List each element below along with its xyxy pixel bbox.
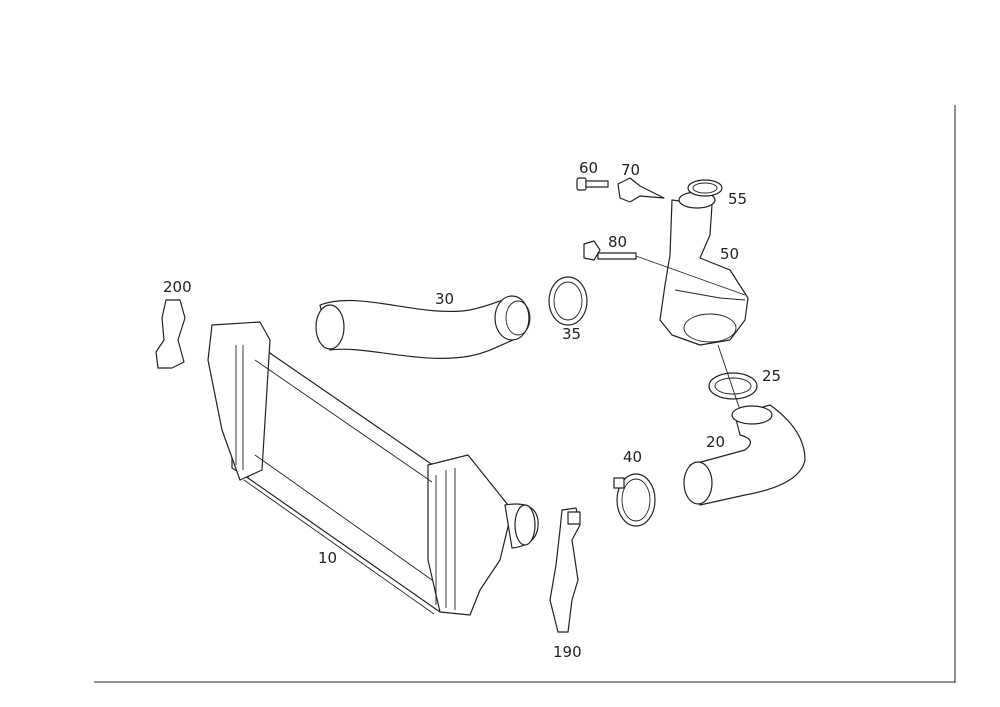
bolt-part-80[interactable] xyxy=(583,240,746,296)
clamp-part-40[interactable] xyxy=(613,473,656,527)
label-10: 10 xyxy=(318,549,337,567)
label-50: 50 xyxy=(720,245,739,263)
label-55: 55 xyxy=(728,190,747,208)
housing-part-50[interactable] xyxy=(659,191,749,346)
o-ring-part-25[interactable] xyxy=(708,344,758,411)
label-20: 20 xyxy=(706,433,725,451)
pipe-part-20[interactable] xyxy=(683,404,806,506)
label-60: 60 xyxy=(579,159,598,177)
label-30: 30 xyxy=(435,290,454,308)
label-70: 70 xyxy=(621,161,640,179)
label-40: 40 xyxy=(623,448,642,466)
bolt-part-60[interactable] xyxy=(576,177,609,191)
gasket-part-55[interactable] xyxy=(687,179,723,197)
label-80: 80 xyxy=(608,233,627,251)
label-25: 25 xyxy=(762,367,781,385)
label-200: 200 xyxy=(163,278,192,296)
pipe-part-30[interactable] xyxy=(315,295,531,359)
o-ring-part-35[interactable] xyxy=(548,276,588,326)
bracket-part-70[interactable] xyxy=(617,177,665,203)
label-35: 35 xyxy=(562,325,581,343)
intercooler-part-10[interactable] xyxy=(207,321,539,616)
bracket-part-200[interactable] xyxy=(155,299,186,369)
bracket-part-190[interactable] xyxy=(549,507,581,633)
label-190: 190 xyxy=(553,643,582,661)
